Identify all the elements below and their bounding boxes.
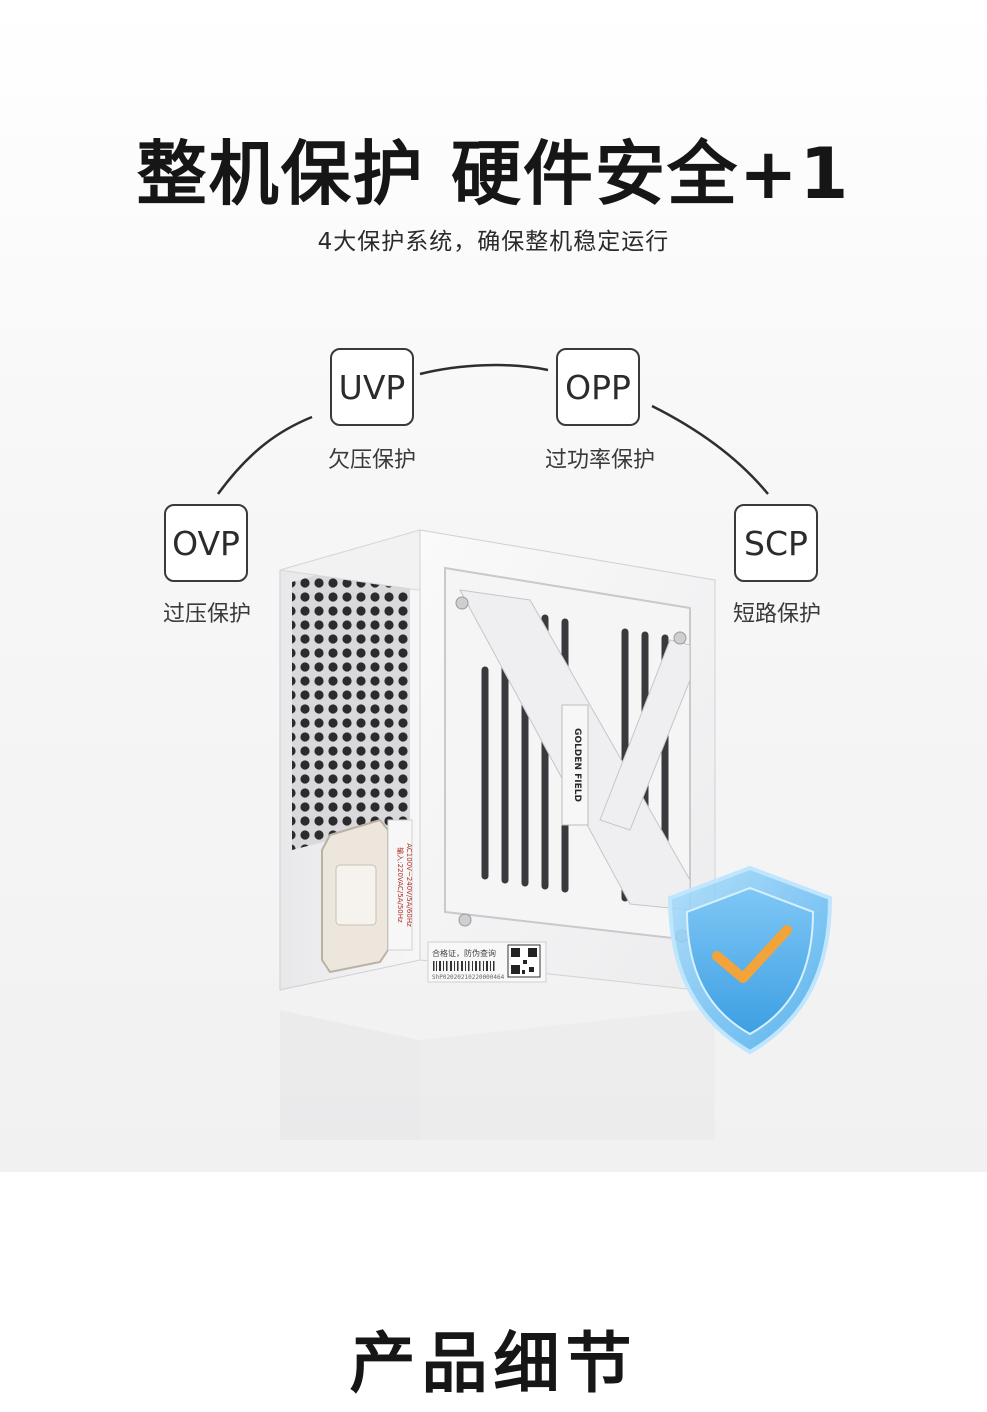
opp-badge: OPP xyxy=(556,348,640,426)
check-mark-icon xyxy=(712,925,792,983)
cert-label-text: 合格证，防伪查询 xyxy=(432,948,496,958)
serial-number: ShP02020210220000464 xyxy=(432,974,505,981)
section-title: 产品细节 xyxy=(349,1325,638,1402)
ovp-badge: OVP xyxy=(164,504,248,582)
scp-label: 短路保护 xyxy=(732,602,821,627)
protection-hero: 整机保护 硬件安全+1 4大保护系统，确保整机稳定运行 UVP 欠压保护 OPP… xyxy=(0,0,987,1172)
spec-label-text-2: AC100V~240V/5A/60Hz xyxy=(405,843,413,927)
opp-code: OPP xyxy=(565,367,631,407)
uvp-label: 欠压保护 xyxy=(327,448,416,473)
spec-label-text: 输入:220VAC/5A/50Hz xyxy=(396,847,405,923)
brand-logo-text: GOLDEN FIELD xyxy=(572,728,582,802)
power-supply-reflection xyxy=(280,1008,715,1140)
uvp-code: UVP xyxy=(338,367,406,407)
hero-headline: 整机保护 硬件安全+1 xyxy=(136,133,851,215)
uvp-badge: UVP xyxy=(330,348,414,426)
ovp-code: OVP xyxy=(172,523,240,563)
scp-code: SCP xyxy=(744,523,808,563)
scp-badge: SCP xyxy=(734,504,818,582)
hero-subhead: 4大保护系统，确保整机稳定运行 xyxy=(317,229,670,255)
opp-label: 过功率保护 xyxy=(544,448,655,473)
shield-check-icon xyxy=(667,865,833,1055)
power-supply-image: GOLDEN FIELD 输入:220VAC/5A/50Hz AC100V~24… xyxy=(279,529,716,993)
ovp-label: 过压保护 xyxy=(162,602,251,627)
protection-arc xyxy=(216,363,769,495)
